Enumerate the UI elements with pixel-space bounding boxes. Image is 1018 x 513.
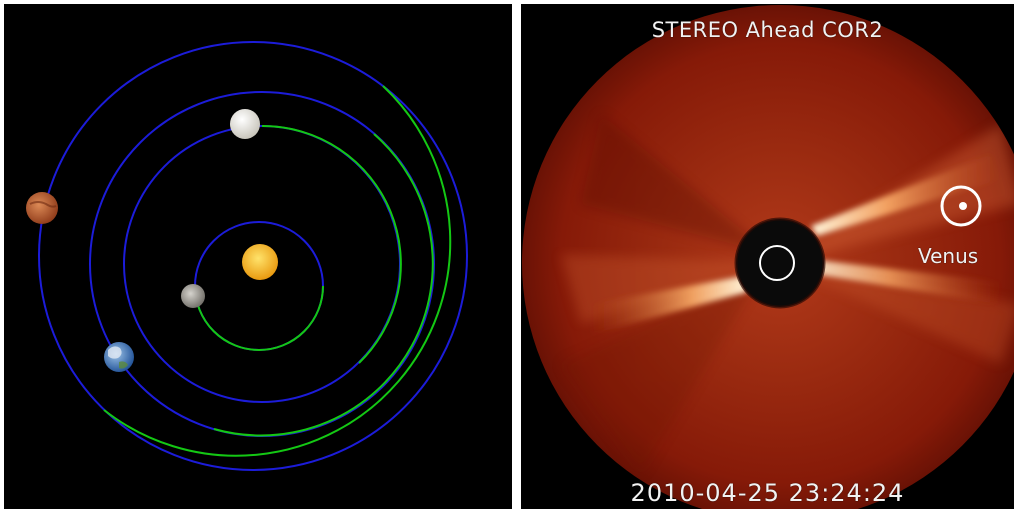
mercury-orbit — [194, 221, 324, 352]
earth-orbit — [89, 91, 435, 437]
mercury-icon — [181, 284, 205, 308]
orbit-diagram — [26, 41, 468, 471]
venus-icon — [959, 202, 967, 210]
mars-orbit — [38, 41, 468, 471]
coronagraph-panel: STEREO Ahead COR2 Venus 2010-04-25 23:24… — [521, 4, 1014, 509]
venus-orbit — [123, 124, 402, 403]
venus-marker-circle — [940, 185, 982, 227]
sun-position-circle — [759, 245, 795, 281]
cme-streamer-left — [591, 276, 747, 334]
earth-icon — [104, 342, 134, 372]
occulter-disk — [736, 219, 824, 307]
sun-icon — [242, 244, 278, 280]
orbit-diagram-panel — [4, 4, 512, 509]
coronagraph-title: STEREO Ahead COR2 — [651, 18, 884, 42]
venus-label: Venus — [918, 244, 979, 268]
coronagraph-timestamp: 2010-04-25 23:24:24 — [630, 479, 905, 507]
venus-icon — [230, 109, 260, 139]
cme-streamer-right — [811, 154, 1001, 304]
coronagraph-image — [522, 5, 1014, 509]
mars-icon — [26, 192, 58, 224]
